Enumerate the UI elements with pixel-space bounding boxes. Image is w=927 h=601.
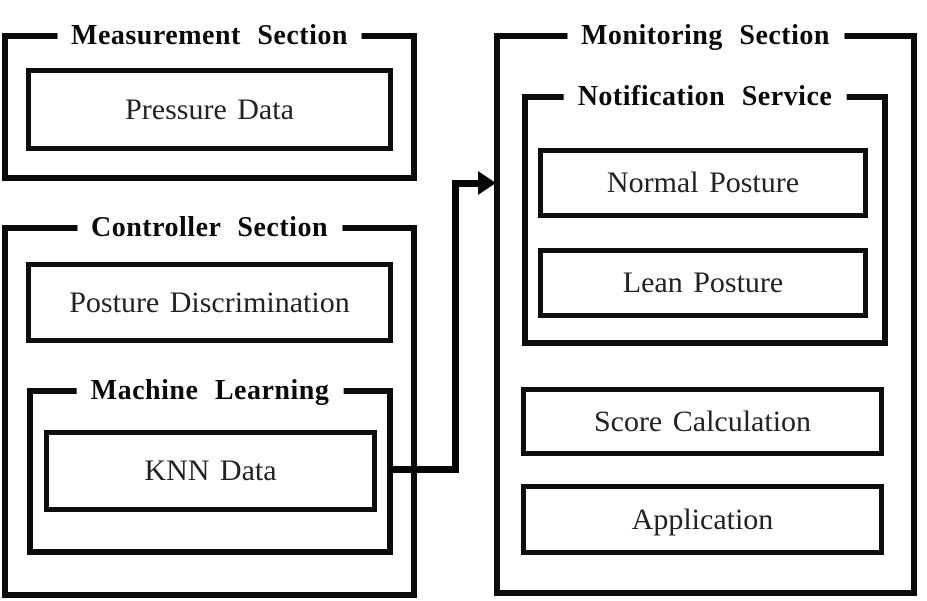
monitoring-section-title: Monitoring Section xyxy=(567,21,844,51)
pressure-data-label: Pressure Data xyxy=(125,92,294,126)
measurement-section-title: Measurement Section xyxy=(57,21,362,51)
application-label: Application xyxy=(631,502,774,536)
connector-segment-bottom-horizontal xyxy=(390,466,459,473)
controller-section-title: Controller Section xyxy=(76,213,343,243)
application-box: Application xyxy=(521,484,884,555)
connector-segment-vertical xyxy=(452,180,459,473)
score-calculation-label: Score Calculation xyxy=(593,404,812,438)
notification-service-frame: Notification Service Normal Posture Lean… xyxy=(522,82,888,346)
measurement-section-frame: Measurement Section Pressure Data xyxy=(2,21,417,181)
machine-learning-frame: Machine Learning KNN Data xyxy=(27,376,393,555)
pressure-data-box: Pressure Data xyxy=(26,68,393,151)
monitoring-section-frame: Monitoring Section Notification Service … xyxy=(494,21,917,596)
score-calculation-box: Score Calculation xyxy=(521,387,884,456)
normal-posture-box: Normal Posture xyxy=(538,148,868,218)
controller-section-frame: Controller Section Posture Discriminatio… xyxy=(2,213,417,598)
machine-learning-title: Machine Learning xyxy=(76,376,344,406)
notification-service-title: Notification Service xyxy=(563,82,847,112)
posture-discrimination-label: Posture Discrimination xyxy=(69,285,350,319)
lean-posture-box: Lean Posture xyxy=(538,248,868,318)
arrow-right-icon xyxy=(478,171,496,195)
posture-discrimination-box: Posture Discrimination xyxy=(26,262,393,343)
knn-data-box: KNN Data xyxy=(44,430,377,512)
knn-data-label: KNN Data xyxy=(144,454,277,487)
normal-posture-label: Normal Posture xyxy=(606,166,800,199)
lean-posture-label: Lean Posture xyxy=(622,266,784,299)
connector-segment-top-horizontal xyxy=(452,180,481,187)
